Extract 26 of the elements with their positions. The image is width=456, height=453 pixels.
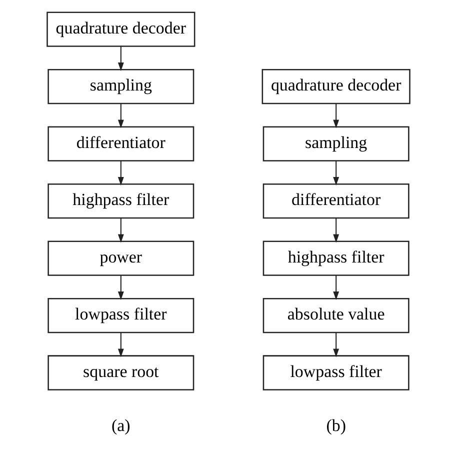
arrow	[117, 104, 124, 128]
arrow	[117, 46, 124, 72]
node-box: differentiator	[262, 183, 409, 219]
arrow	[117, 160, 124, 186]
arrow	[332, 218, 339, 243]
arrow	[117, 218, 124, 243]
label: (a)	[111, 416, 130, 435]
node-box: differentiator	[47, 126, 194, 162]
arrow	[332, 160, 339, 186]
node-box: sampling	[262, 126, 409, 162]
node-box: square root	[47, 355, 194, 390]
node-box: lowpass filter	[47, 298, 194, 334]
node-box: absolute value	[262, 298, 409, 334]
arrow	[117, 332, 124, 358]
node-box: quadrature decoder	[261, 68, 410, 104]
label: (b)	[326, 416, 346, 435]
node-box: quadrature decoder	[46, 12, 195, 47]
arrow	[332, 332, 339, 358]
node-box: lowpass filter	[262, 355, 409, 390]
arrow	[332, 104, 339, 128]
node-box: highpass filter	[262, 240, 409, 276]
arrow	[117, 275, 124, 300]
arrow	[332, 275, 339, 300]
node-box: highpass filter	[47, 183, 194, 219]
node-box: power	[47, 240, 194, 276]
node-box: sampling	[47, 68, 194, 104]
